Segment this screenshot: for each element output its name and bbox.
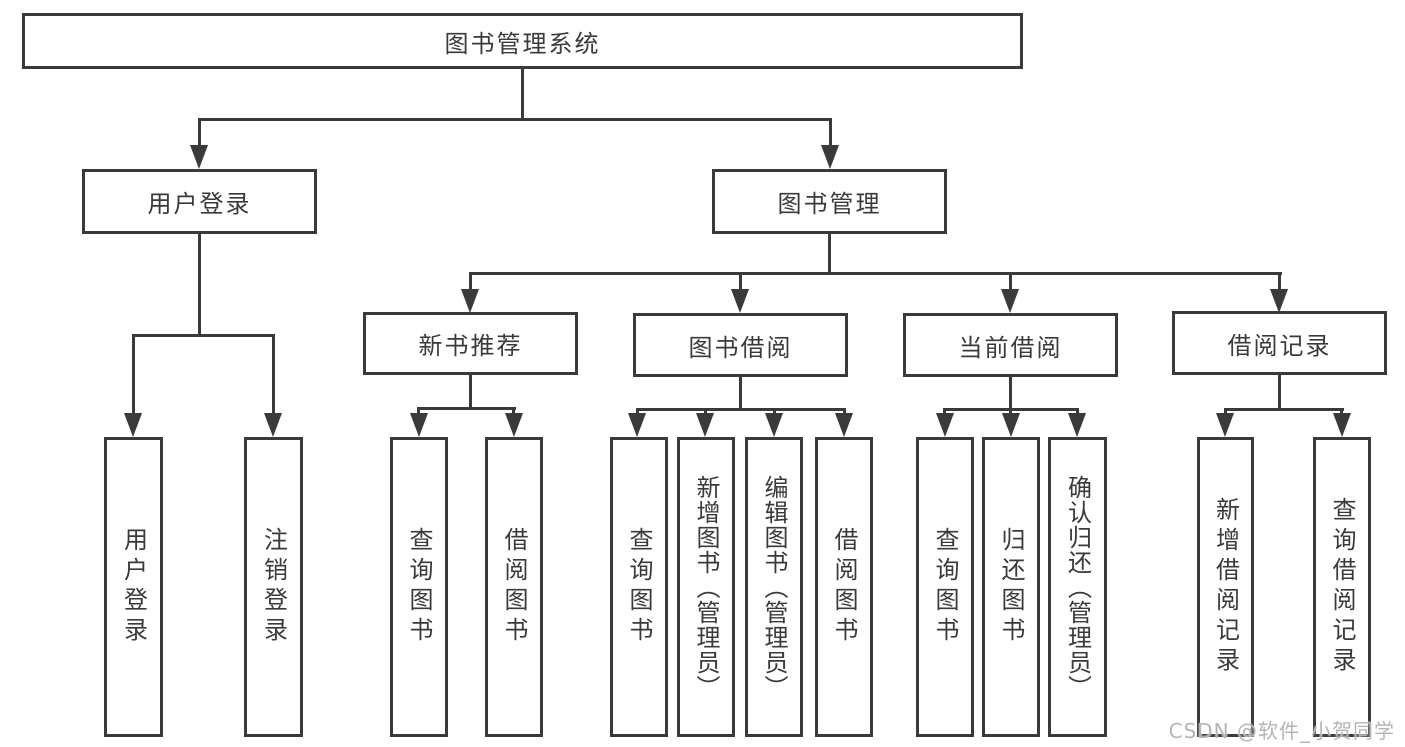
node-new-book-recommendation: 新书推荐 [363, 312, 578, 375]
node-book-management: 图书管理 [712, 169, 947, 234]
connector-line [1278, 272, 1281, 292]
leaf-add-book-admin: 新增图书（管理员） [677, 437, 735, 737]
connector-line [132, 334, 275, 337]
arrowhead-down [821, 145, 839, 169]
leaf-query-books-borrowing: 查询图书 [610, 437, 668, 737]
connector-line [132, 334, 135, 416]
leaf-query-books-current-label: 查询图书 [931, 527, 959, 647]
leaf-confirm-return-admin-label: 确认归还（管理员） [1063, 474, 1092, 700]
connector-line [272, 334, 275, 416]
node-new-book-recommendation-label: 新书推荐 [418, 332, 523, 360]
connector-line [1340, 408, 1343, 415]
connector-line [828, 234, 831, 272]
leaf-query-books-current: 查询图书 [916, 437, 974, 737]
connector-line [1224, 408, 1344, 411]
leaf-query-books-borrowing-label: 查询图书 [625, 527, 653, 647]
connector-line [636, 408, 846, 411]
leaf-user-login-label: 用户登录 [119, 527, 148, 647]
arrowhead-down [410, 413, 428, 437]
node-book-management-label: 图书管理 [777, 190, 882, 218]
arrowhead-down [1001, 289, 1019, 313]
connector-line [1009, 408, 1012, 415]
connector-line [739, 377, 742, 408]
connector-line [521, 69, 524, 118]
arrowhead-down [1068, 413, 1086, 437]
connector-line [773, 408, 776, 415]
node-book-borrowing: 图书借阅 [633, 313, 848, 377]
connector-line [469, 272, 1282, 275]
node-current-borrowing: 当前借阅 [903, 313, 1118, 377]
leaf-query-books-recommend-label: 查询图书 [405, 527, 433, 647]
leaf-add-borrow-record-label: 新增借阅记录 [1211, 497, 1240, 677]
arrowhead-down [461, 289, 479, 313]
arrowhead-down [765, 413, 783, 437]
leaf-query-borrow-record: 查询借阅记录 [1313, 437, 1371, 737]
leaf-user-login: 用户登录 [104, 437, 163, 737]
arrowhead-down [1270, 289, 1288, 313]
connector-line [417, 407, 516, 410]
connector-line [1009, 377, 1012, 408]
connector-line [198, 118, 201, 148]
node-book-borrowing-label: 图书借阅 [688, 333, 793, 362]
leaf-logout-label: 注销登录 [259, 527, 288, 647]
arrowhead-down [190, 145, 208, 169]
connector-line [829, 118, 832, 148]
node-library-system-root-label: 图书管理系统 [444, 29, 601, 58]
leaf-return-book: 归还图书 [982, 437, 1040, 737]
leaf-borrow-books-recommend-label: 借阅图书 [500, 527, 528, 647]
arrowhead-down [1333, 413, 1351, 437]
leaf-add-book-admin-label: 新增图书（管理员） [692, 474, 720, 700]
node-borrowing-records: 借阅记录 [1172, 311, 1387, 375]
leaf-borrow-books-borrowing: 借阅图书 [815, 437, 873, 737]
node-user-login: 用户登录 [82, 169, 317, 234]
leaf-return-book-label: 归还图书 [997, 527, 1025, 647]
leaf-confirm-return-admin: 确认归还（管理员） [1048, 437, 1107, 737]
connector-line [469, 375, 472, 407]
connector-line [636, 408, 639, 415]
connector-line [843, 408, 846, 415]
arrowhead-down [124, 413, 142, 437]
node-current-borrowing-label: 当前借阅 [958, 333, 1063, 362]
arrowhead-down [835, 413, 853, 437]
arrowhead-down [936, 413, 954, 437]
leaf-borrow-books-borrowing-label: 借阅图书 [830, 527, 858, 647]
arrowhead-down [505, 413, 523, 437]
arrowhead-down [1002, 413, 1020, 437]
connector-line [739, 272, 742, 292]
arrowhead-down [731, 289, 749, 313]
connector-line [1009, 272, 1012, 292]
connector-line [512, 407, 515, 415]
connector-line [198, 234, 201, 334]
arrowhead-down [264, 413, 282, 437]
arrowhead-down [696, 413, 714, 437]
leaf-logout: 注销登录 [244, 437, 303, 737]
connector-line [1224, 408, 1227, 415]
leaf-borrow-books-recommend: 借阅图书 [485, 437, 543, 737]
leaf-edit-book-admin: 编辑图书（管理员） [745, 437, 803, 737]
leaf-add-borrow-record: 新增借阅记录 [1197, 437, 1254, 737]
leaf-query-borrow-record-label: 查询借阅记录 [1328, 497, 1356, 677]
connector-line [704, 408, 707, 415]
arrowhead-down [1216, 413, 1234, 437]
connector-line [1278, 375, 1281, 408]
node-user-login-label: 用户登录 [147, 190, 252, 218]
leaf-edit-book-admin-label: 编辑图书（管理员） [760, 474, 788, 700]
connector-line [1076, 408, 1079, 415]
arrowhead-down [628, 413, 646, 437]
connector-line [469, 272, 472, 292]
connector-line [417, 407, 420, 415]
node-borrowing-records-label: 借阅记录 [1227, 331, 1332, 360]
connector-line [943, 408, 946, 415]
watermark-text: CSDN @软件_小贺同学 [1168, 719, 1395, 743]
node-library-system-root: 图书管理系统 [22, 13, 1023, 69]
connector-line [198, 118, 832, 121]
leaf-query-books-recommend: 查询图书 [390, 437, 448, 737]
